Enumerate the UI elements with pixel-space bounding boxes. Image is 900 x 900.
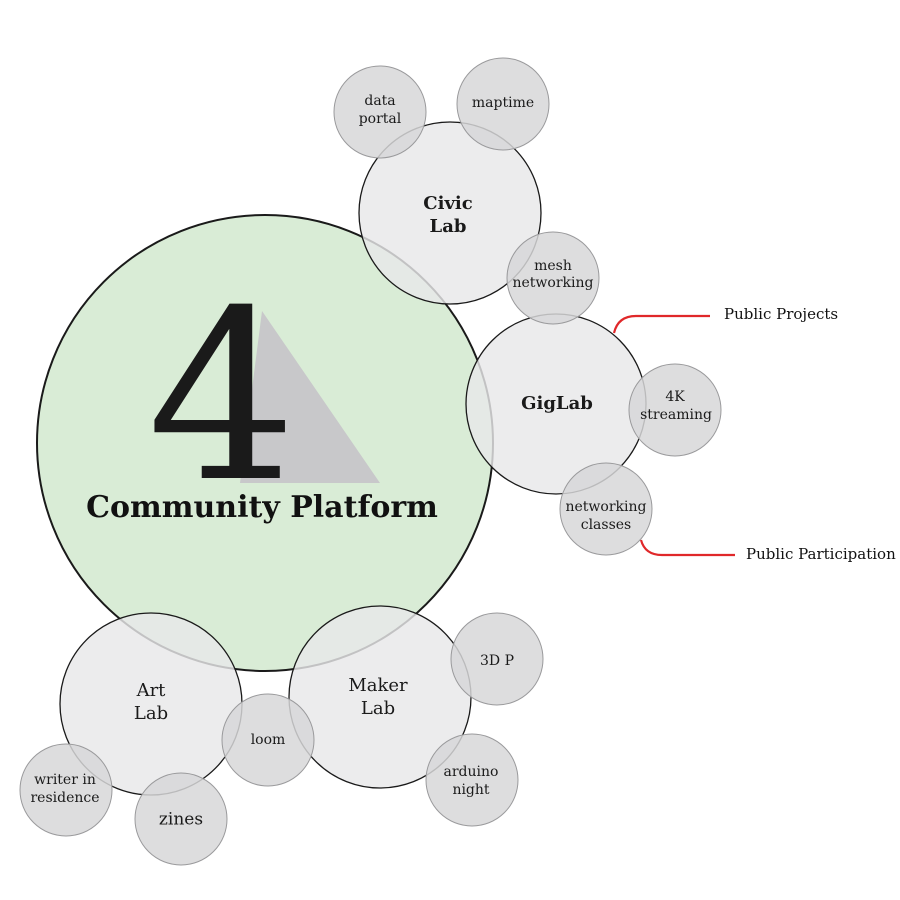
arduino-night-circle [425, 733, 519, 827]
writer-in-residence-circle [19, 743, 113, 837]
big-numeral: 4 [147, 261, 297, 534]
mesh-networking-label-line1: mesh [534, 258, 572, 274]
writer-in-residence-label-line1: writer in [34, 772, 96, 788]
3d-printing-circle [450, 612, 544, 706]
mesh-networking-circle [506, 231, 600, 325]
public-participation-connector [639, 539, 735, 557]
civic-lab-label-line1: Civic [423, 193, 472, 214]
community-platform-title: Community Platform [86, 490, 438, 525]
maker-lab-label-line2: Lab [361, 698, 395, 719]
data-portal-label-line1: data [364, 93, 395, 109]
public-projects-connector [612, 314, 710, 334]
networking-classes-label-line1: networking [566, 499, 647, 515]
art-lab-label-line1: Art [136, 680, 167, 701]
zines-circle [134, 772, 228, 866]
art-lab-label-line2: Lab [134, 703, 168, 724]
maptime-circle [456, 57, 550, 151]
public-projects-label: Public Projects [724, 305, 838, 323]
4k-streaming-label-line2: streaming [640, 407, 712, 423]
loom-circle [221, 693, 315, 787]
networking-classes-label-line2: classes [581, 517, 632, 533]
numeral-triangle-shape [240, 311, 380, 483]
writer-in-residence-label-line2: residence [30, 790, 99, 806]
zines-label: zines [159, 810, 203, 830]
loom-label: loom [251, 732, 286, 748]
maptime-label: maptime [472, 95, 534, 111]
networking-classes-circle [559, 462, 653, 556]
data-portal-circle [333, 65, 427, 159]
mesh-networking-label-line2: networking [513, 275, 594, 291]
public-participation-label: Public Participation [746, 545, 896, 563]
civic-lab-label-line2: Lab [430, 216, 467, 237]
arduino-night-label-line2: night [452, 782, 489, 798]
maker-lab-label-line1: Maker [348, 675, 408, 696]
civic-lab-circle [358, 121, 542, 305]
4k-streaming-label-line1: 4K [665, 389, 685, 405]
3d-printing-label: 3D P [480, 653, 514, 669]
giglab-label: GigLab [521, 393, 593, 414]
data-portal-label-line2: portal [359, 111, 402, 127]
4k-streaming-circle [628, 363, 722, 457]
arduino-night-label-line1: arduino [444, 764, 499, 780]
